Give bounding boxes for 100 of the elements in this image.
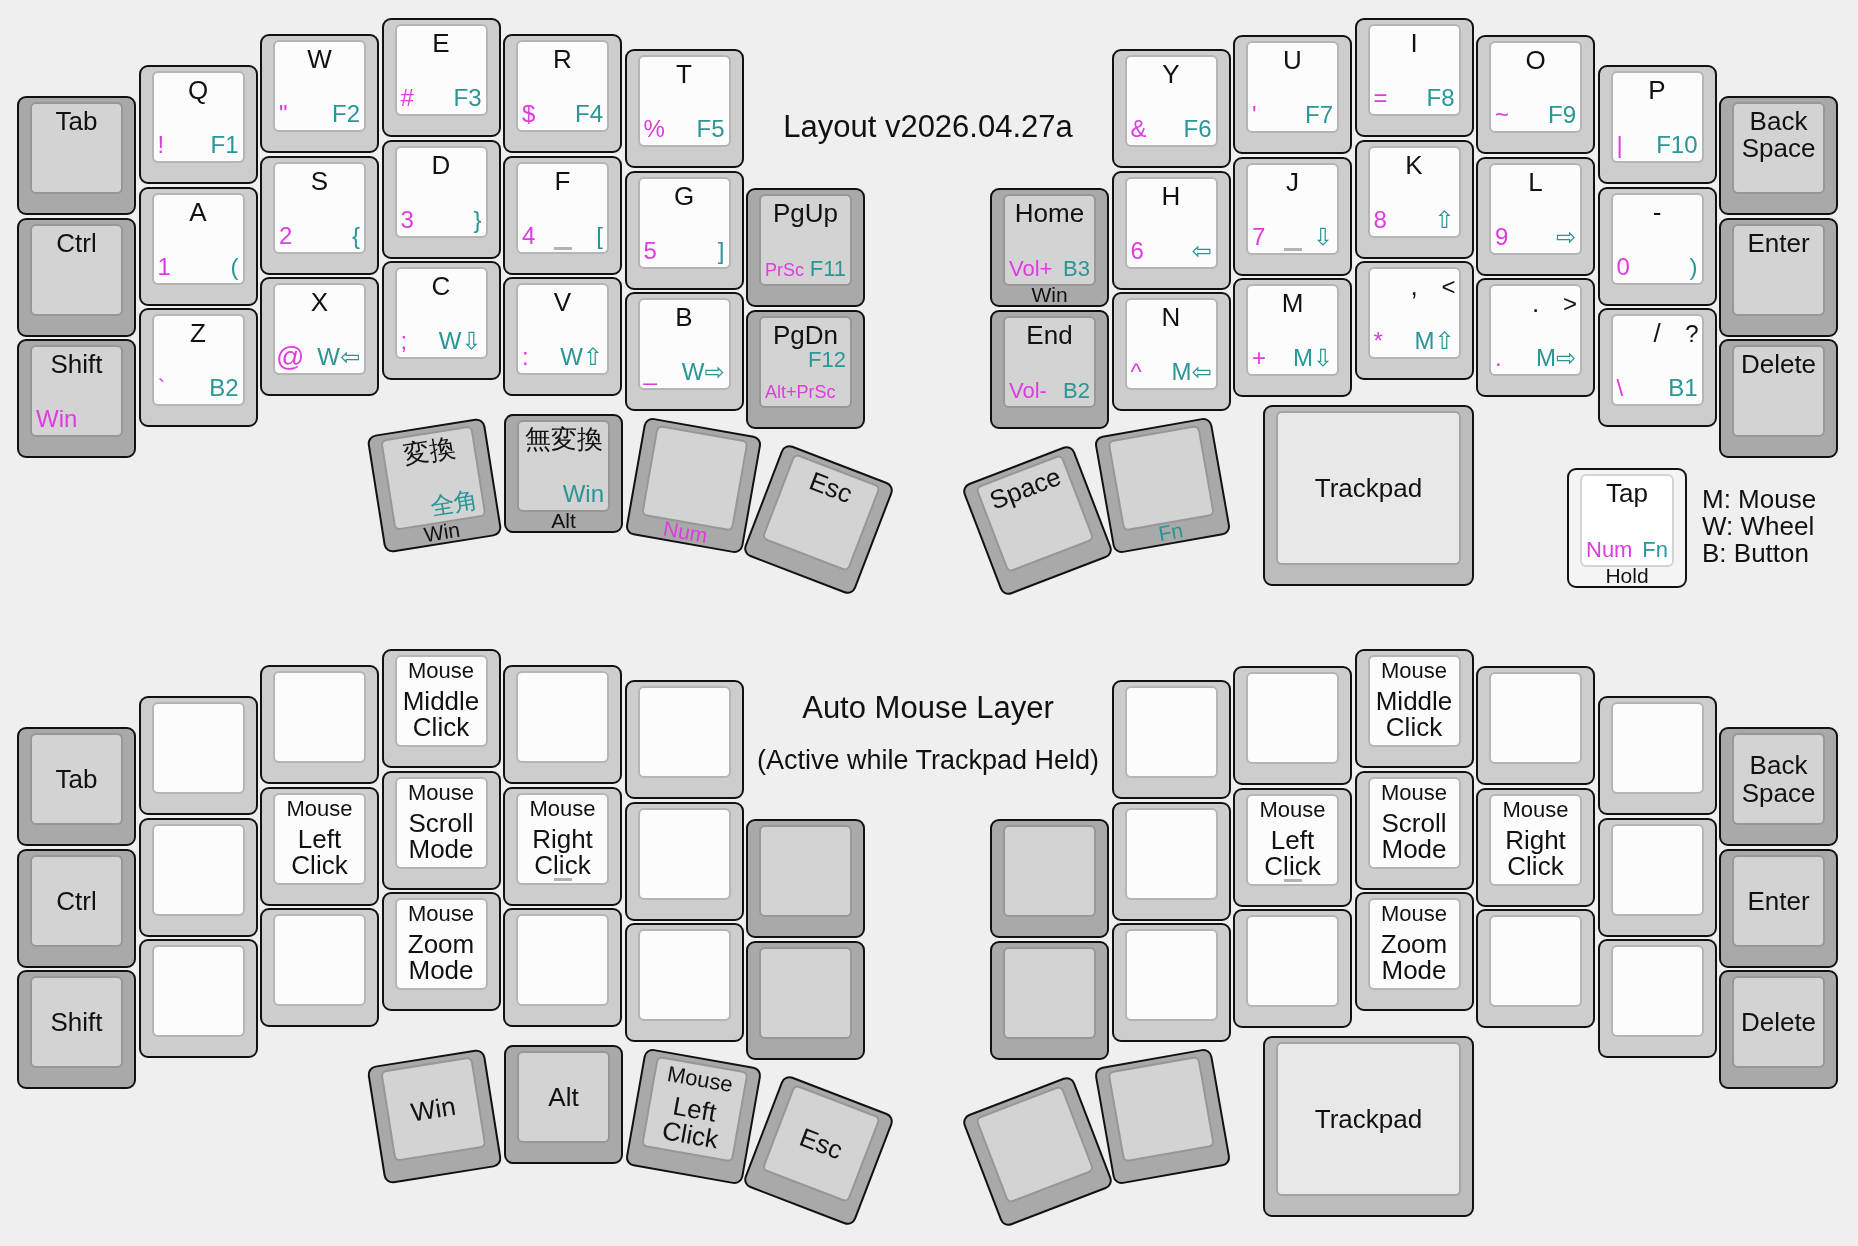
keycap (1597, 186, 1717, 306)
key-label: Back Space (1741, 108, 1816, 162)
keycap (1719, 96, 1838, 215)
num-layer-label: 5 (643, 238, 657, 263)
keycap (1233, 666, 1352, 785)
keycap (1354, 649, 1474, 768)
keycap (1719, 339, 1838, 458)
key-label: Mouse (1381, 658, 1447, 684)
keycap (504, 414, 623, 533)
fn-layer-label: W⇧ (560, 345, 603, 369)
key-label: E (432, 30, 450, 57)
keycap (990, 940, 1109, 1060)
key-label: Back Space (1741, 751, 1816, 807)
num-layer-label: 7 (1252, 224, 1266, 249)
keycap (624, 292, 744, 411)
keycap (17, 727, 136, 846)
key-label: K (1405, 151, 1423, 179)
keycap (1233, 35, 1352, 154)
key-label: Shift (50, 1008, 103, 1036)
keycap (1476, 666, 1595, 785)
keycap (381, 18, 501, 137)
fn-layer-label: F10 (1656, 133, 1698, 157)
keycap (1354, 261, 1474, 380)
num-layer-label: $ (522, 102, 536, 126)
key-label: F (554, 167, 571, 195)
fn-layer-label: B2 (209, 376, 239, 400)
num-layer-label: # (400, 86, 414, 110)
key-label: Tap (1606, 480, 1648, 507)
key-label: Space (985, 462, 1065, 515)
key-label: H (1161, 182, 1181, 210)
fn-layer-label: ) (1689, 254, 1698, 279)
key-label: L (1528, 168, 1543, 196)
key-label: Scroll Mode (408, 809, 474, 862)
fn-layer-label: F11 (809, 258, 846, 280)
keycap (17, 217, 136, 337)
key-label: Mouse (408, 901, 474, 927)
key-label: R (553, 46, 572, 73)
fn-layer-label: } (473, 207, 482, 232)
keycap (1476, 278, 1595, 397)
key-label: Mouse (529, 795, 596, 822)
num-layer-label: 2 (279, 223, 293, 248)
key-label: Trackpad (1314, 1105, 1423, 1133)
keycap (1233, 909, 1352, 1028)
keycap (138, 186, 258, 306)
keycap (138, 817, 258, 937)
fn-layer-label: B1 (1668, 376, 1698, 400)
num-layer-label: ! (157, 133, 165, 157)
num-layer-label: _ (643, 360, 657, 384)
hold-label: Win (422, 518, 462, 546)
fn-layer-label: F7 (1305, 103, 1333, 127)
key-label: Tab (55, 108, 98, 135)
fn-layer-label: F1 (210, 133, 239, 157)
num-layer-label: ' (1252, 103, 1257, 127)
keycap (624, 680, 744, 799)
num-layer-label: @ (276, 343, 305, 371)
key-label: > (1563, 290, 1577, 317)
num-layer-label: Alt+PrSc (765, 382, 836, 401)
keycap (17, 848, 136, 968)
fn-layer-label: M⇩ (1292, 346, 1333, 370)
num-layer-label: Vol+ (1009, 258, 1053, 280)
keycap (503, 786, 622, 906)
fn-layer-label: W⇨ (681, 360, 725, 384)
num-layer-label: 8 (1373, 207, 1387, 232)
fn-layer-label: F8 (1426, 86, 1455, 110)
keycap (1597, 817, 1717, 937)
key-label: , (1410, 273, 1418, 300)
num-layer-label: 6 (1130, 238, 1144, 263)
keycap (746, 940, 865, 1060)
keycap (746, 309, 865, 429)
key-label: W (307, 46, 332, 73)
num-layer-label: PrSc (765, 261, 804, 279)
keycap (17, 339, 136, 458)
hold-label: Alt (551, 510, 576, 531)
num-layer-label: | (1616, 133, 1623, 157)
key-label: Delete (1740, 351, 1817, 378)
fn-layer-label: B3 (1063, 258, 1090, 280)
num-layer-label: * (1373, 329, 1383, 353)
keycap (1111, 923, 1231, 1042)
keycap (1233, 156, 1352, 276)
keycap (1597, 696, 1717, 815)
num-layer-label: 0 (1616, 254, 1630, 279)
keycap (990, 309, 1109, 429)
fn-layer-label: ⇨ (1555, 224, 1576, 249)
num-layer-label: Vol- (1009, 379, 1047, 402)
keycap (746, 188, 865, 307)
keycap (503, 908, 622, 1027)
keycap (1597, 65, 1717, 184)
num-layer-label: ^ (1130, 360, 1142, 384)
hold-label: Num (661, 517, 709, 546)
fn-layer-label: M⇦ (1171, 360, 1212, 384)
keycap (1111, 680, 1231, 799)
keycap (1719, 217, 1838, 337)
key-label: Shift (50, 351, 103, 378)
num-layer-label: Num (1586, 539, 1633, 561)
keycap (1111, 170, 1231, 290)
key-label: Esc (795, 1122, 846, 1164)
num-layer-label: \ (1616, 376, 1624, 400)
keycap (260, 908, 379, 1027)
keycap (1476, 787, 1595, 907)
key-label: X (310, 289, 329, 316)
